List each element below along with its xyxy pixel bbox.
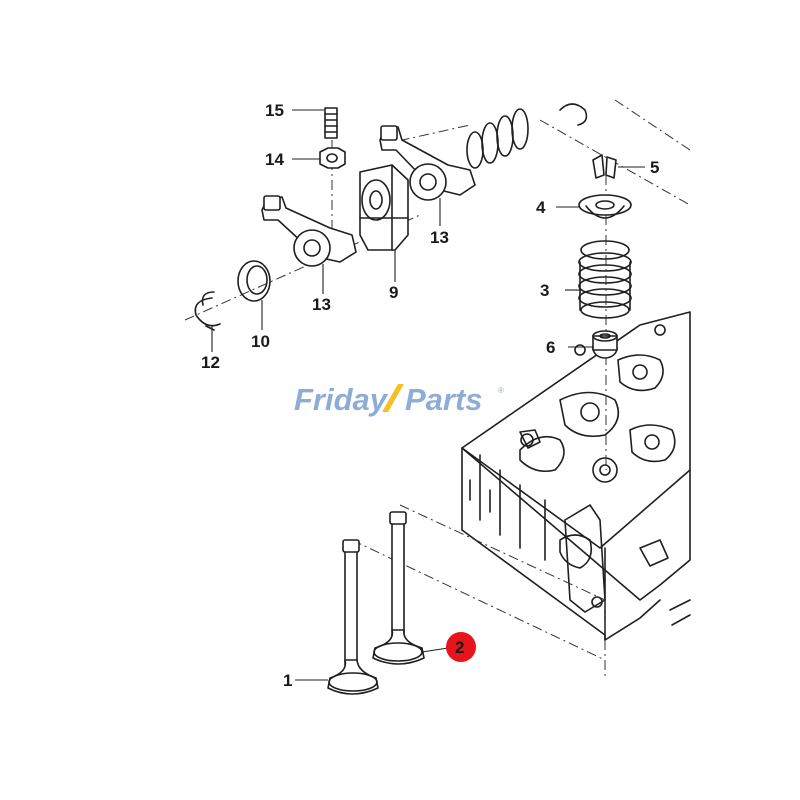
callout-5: 5 <box>650 158 659 177</box>
callout-13-upper: 13 <box>430 228 449 247</box>
rocker-arm-lower <box>261 195 357 267</box>
callout-labels: 1 3 4 5 6 9 10 12 13 13 14 15 <box>201 101 659 690</box>
registered-mark-icon: ® <box>498 386 504 395</box>
callout-3: 3 <box>540 281 549 300</box>
watermark-text-right: Parts <box>405 382 483 417</box>
valve-stem-seal <box>592 330 618 359</box>
callout-4: 4 <box>536 198 546 217</box>
callout-15: 15 <box>265 101 284 120</box>
brand-watermark: Friday Parts ® <box>294 382 504 417</box>
watermark-text-left: Friday <box>294 382 389 417</box>
callout-9: 9 <box>389 283 398 302</box>
circlip <box>194 291 221 331</box>
callout-1: 1 <box>283 671 292 690</box>
valve-1 <box>327 539 379 695</box>
rocker-bracket <box>359 164 409 251</box>
callout-10: 10 <box>251 332 270 351</box>
valve-spring <box>578 240 632 319</box>
callout-13-lower: 13 <box>312 295 331 314</box>
callout-2: 2 <box>455 638 464 657</box>
rocker-arm-upper <box>379 125 476 201</box>
valve-2 <box>372 511 425 665</box>
callout-12: 12 <box>201 353 220 372</box>
lock-nut <box>319 147 346 169</box>
cylinder-head <box>461 311 691 641</box>
callout-2-highlight: 2 <box>446 632 476 662</box>
callout-6: 6 <box>546 338 555 357</box>
thrust-washer <box>237 260 271 302</box>
watermark-mark-icon <box>382 384 404 412</box>
spring-retainer <box>578 194 632 219</box>
adjusting-screw <box>324 107 338 139</box>
upper-spring <box>466 103 588 169</box>
valve-cotters <box>592 154 617 179</box>
callout-14: 14 <box>265 150 284 169</box>
